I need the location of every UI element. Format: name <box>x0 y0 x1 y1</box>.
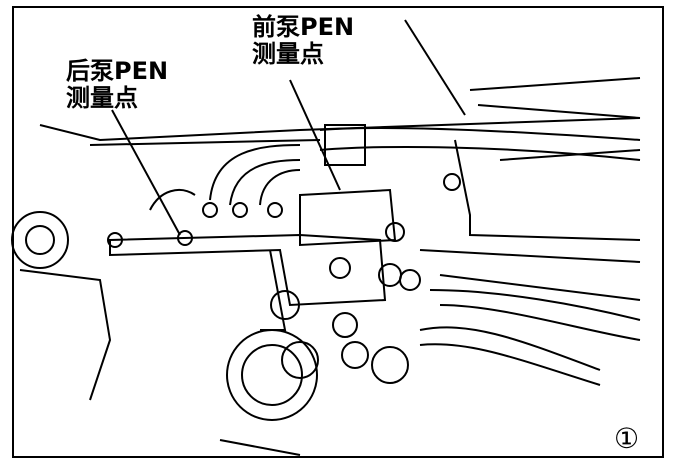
front-pump-label-line2: 测量点 <box>252 40 324 68</box>
rear-pump-label-line1: 后泵PEN <box>66 57 169 85</box>
figure-number: ① <box>614 422 640 455</box>
front-pump-label-line1: 前泵PEN <box>252 13 355 41</box>
rear-pump-label-line2: 测量点 <box>66 84 138 112</box>
